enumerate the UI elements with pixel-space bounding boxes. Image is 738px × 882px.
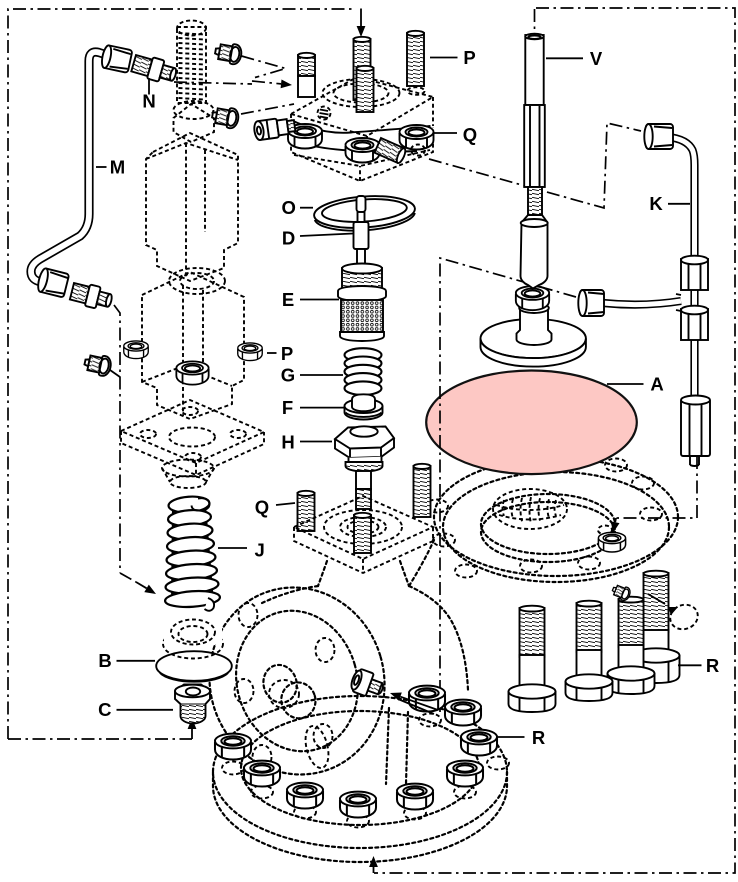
svg-text:O: O: [282, 197, 296, 218]
svg-text:F: F: [282, 397, 293, 418]
svg-text:B: B: [98, 650, 111, 671]
svg-text:D: D: [282, 228, 295, 249]
svg-text:Q: Q: [255, 496, 269, 517]
svg-text:G: G: [281, 365, 295, 386]
svg-text:C: C: [98, 699, 111, 720]
svg-text:J: J: [254, 540, 264, 561]
svg-text:R: R: [532, 727, 545, 748]
svg-text:E: E: [282, 289, 294, 310]
svg-text:Q: Q: [463, 124, 477, 145]
svg-text:P: P: [463, 47, 475, 68]
svg-text:A: A: [650, 373, 663, 394]
svg-text:H: H: [281, 431, 294, 452]
svg-text:P: P: [281, 343, 293, 364]
svg-text:K: K: [649, 193, 663, 214]
svg-text:M: M: [110, 157, 125, 178]
svg-text:R: R: [706, 655, 719, 676]
svg-text:N: N: [142, 91, 155, 112]
svg-text:V: V: [590, 48, 603, 69]
